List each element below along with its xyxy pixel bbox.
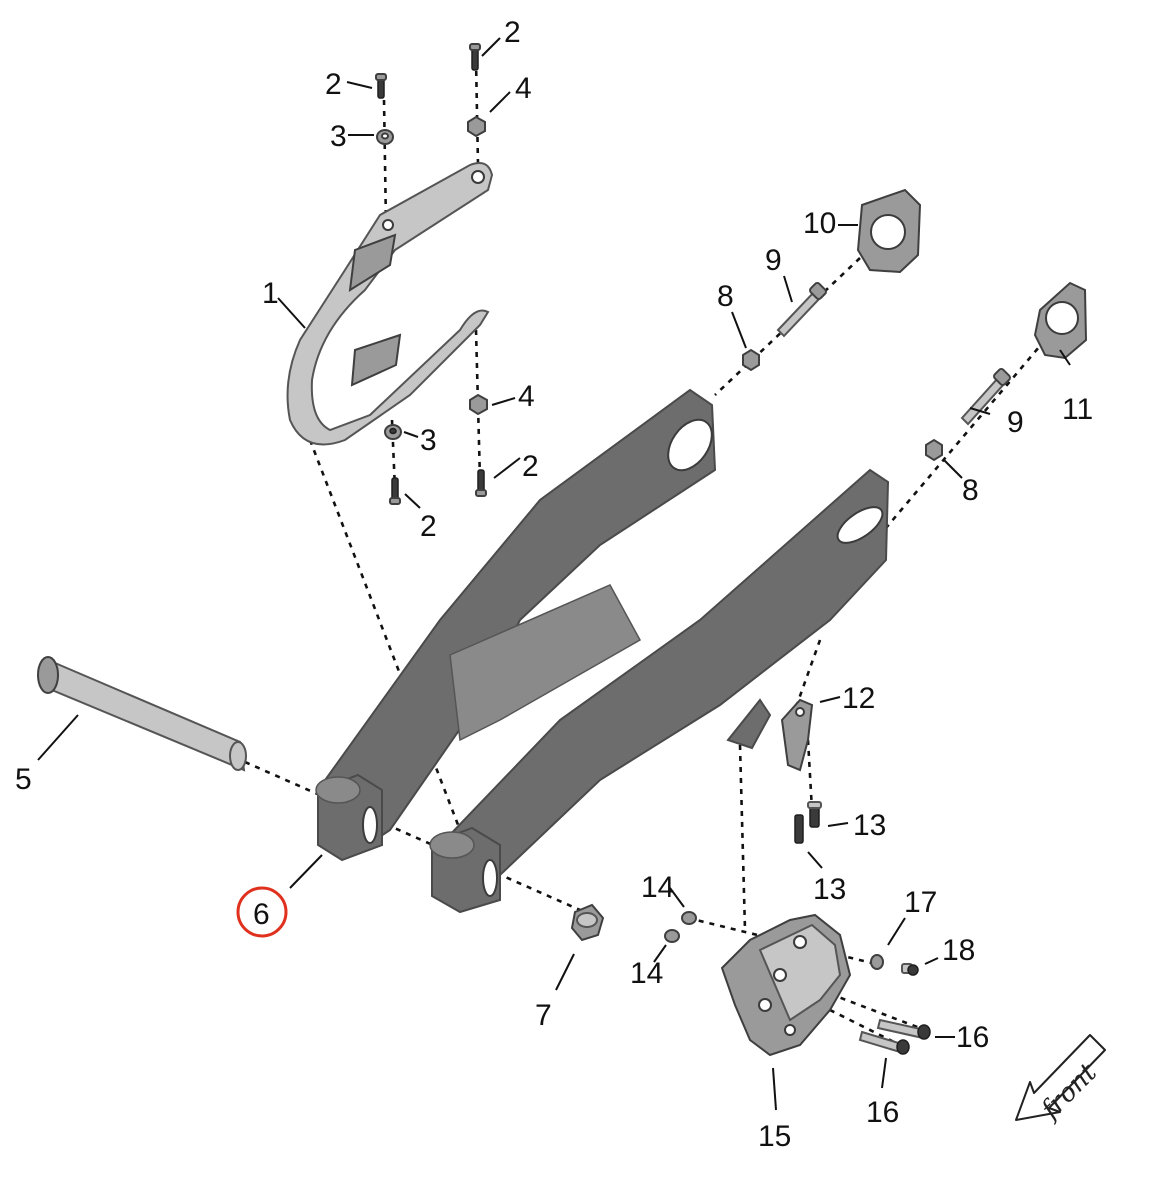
callout-8: 8 <box>717 280 734 313</box>
callout-16: 16 <box>956 1021 989 1054</box>
bolt-2a <box>375 73 387 99</box>
highlight-circle <box>236 886 288 938</box>
callout-4: 4 <box>515 72 532 105</box>
callout-5: 5 <box>15 763 32 796</box>
callout-3: 3 <box>330 120 347 153</box>
chain-slider <box>286 162 494 446</box>
callout-15: 15 <box>758 1120 791 1153</box>
callout-labels: 1 2 2 2 2 3 3 4 4 5 6 7 8 8 9 9 10 11 12… <box>15 16 1093 1153</box>
washer-3a <box>376 129 394 145</box>
washer-14a <box>681 911 697 925</box>
callout-1: 1 <box>262 277 279 310</box>
bracket-12 <box>780 698 814 772</box>
callout-12: 12 <box>842 682 875 715</box>
callout-4: 4 <box>518 380 535 413</box>
adjuster-block-10 <box>856 188 922 274</box>
nut-18 <box>901 963 919 976</box>
washer-17 <box>870 954 884 970</box>
bolt-13b <box>794 814 804 844</box>
nut-4b <box>469 393 488 416</box>
bolt-2b <box>469 43 481 71</box>
callout-9: 9 <box>765 244 782 277</box>
callout-2: 2 <box>420 510 437 543</box>
callout-2: 2 <box>325 68 342 101</box>
adjuster-bolt-9b <box>960 368 1011 426</box>
adjuster-block-11 <box>1033 281 1088 360</box>
callout-18: 18 <box>942 934 975 967</box>
callout-14: 14 <box>641 871 674 904</box>
front-arrow-icon <box>1015 1034 1106 1121</box>
adjuster-nut-8a <box>742 348 760 372</box>
swingarm-body <box>315 388 890 914</box>
callout-7: 7 <box>535 999 552 1032</box>
callout-16: 16 <box>866 1096 899 1129</box>
bolt-16b <box>858 1030 910 1055</box>
callout-3: 3 <box>420 424 437 457</box>
leader-lines <box>37 37 1071 1111</box>
callout-17: 17 <box>904 886 937 919</box>
callout-11: 11 <box>1062 393 1093 426</box>
bolt-13a <box>807 801 822 828</box>
bolt-2d <box>389 477 401 505</box>
nut-4a <box>467 115 486 138</box>
bolt-16a <box>876 1018 931 1040</box>
callout-6: 6 <box>253 898 270 931</box>
callout-9: 9 <box>1007 406 1024 439</box>
callout-2: 2 <box>522 450 539 483</box>
bolt-2c <box>475 469 487 497</box>
callout-10: 10 <box>803 207 836 240</box>
axle-nut <box>570 903 605 942</box>
washer-14b <box>664 929 680 943</box>
adjuster-bolt-9a <box>776 282 827 338</box>
callout-8: 8 <box>962 474 979 507</box>
pivot-axle <box>37 656 247 772</box>
callout-14: 14 <box>630 957 663 990</box>
callout-2: 2 <box>504 16 521 49</box>
chain-guide-15 <box>720 913 852 1057</box>
callout-13: 13 <box>813 873 846 906</box>
callout-13: 13 <box>853 809 886 842</box>
adjuster-nut-8b <box>925 438 943 462</box>
washer-3b <box>384 424 402 440</box>
